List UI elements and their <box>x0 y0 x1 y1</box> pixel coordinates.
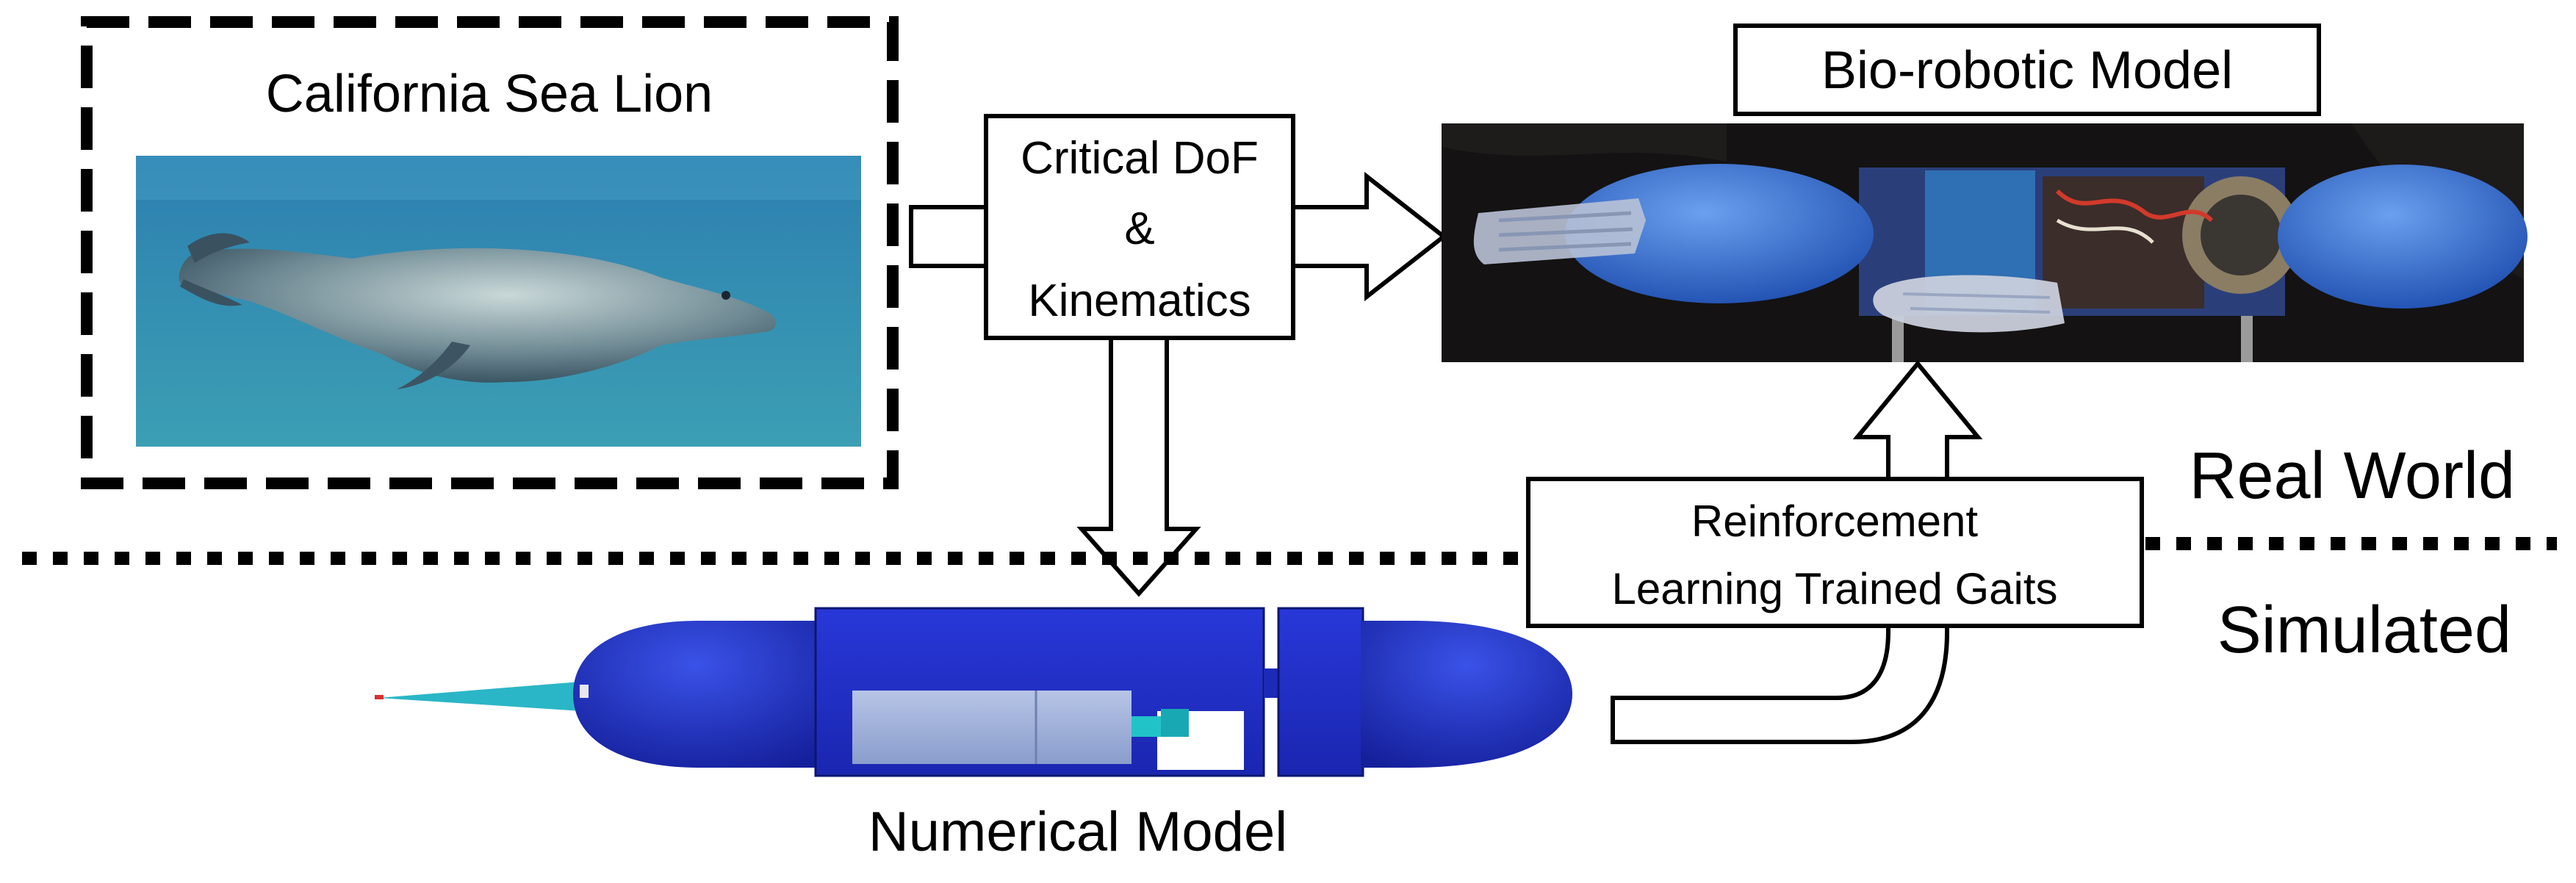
arrow-sealion-to-critical <box>909 205 990 268</box>
numerical-robot-model <box>375 607 1572 777</box>
biorobot-photo <box>1442 123 2528 362</box>
sea-lion-title: California Sea Lion <box>266 65 713 123</box>
critical-dof-line1: Critical DoF <box>1021 133 1259 184</box>
critical-dof-line2: & <box>1124 203 1154 254</box>
critical-dof-box <box>984 114 1295 340</box>
arrow-critical-to-robot <box>1291 171 1447 302</box>
numerical-model-label: Numerical Model <box>868 801 1287 863</box>
sea-lion-dashed-frame <box>81 16 899 489</box>
rl-gaits-line1: Reinforcement <box>1691 497 1979 546</box>
biorobotic-title: Bio-robotic Model <box>1821 41 2233 100</box>
simulated-label: Simulated <box>2217 594 2511 667</box>
critical-dof-line3: Kinematics <box>1028 275 1251 326</box>
rl-gaits-line2: Learning Trained Gaits <box>1611 564 2057 613</box>
real-world-label: Real World <box>2190 439 2516 513</box>
rl-gaits-box <box>1526 477 2144 628</box>
sea-lion-photo <box>136 156 861 447</box>
biorobotic-title-box <box>1733 24 2321 116</box>
